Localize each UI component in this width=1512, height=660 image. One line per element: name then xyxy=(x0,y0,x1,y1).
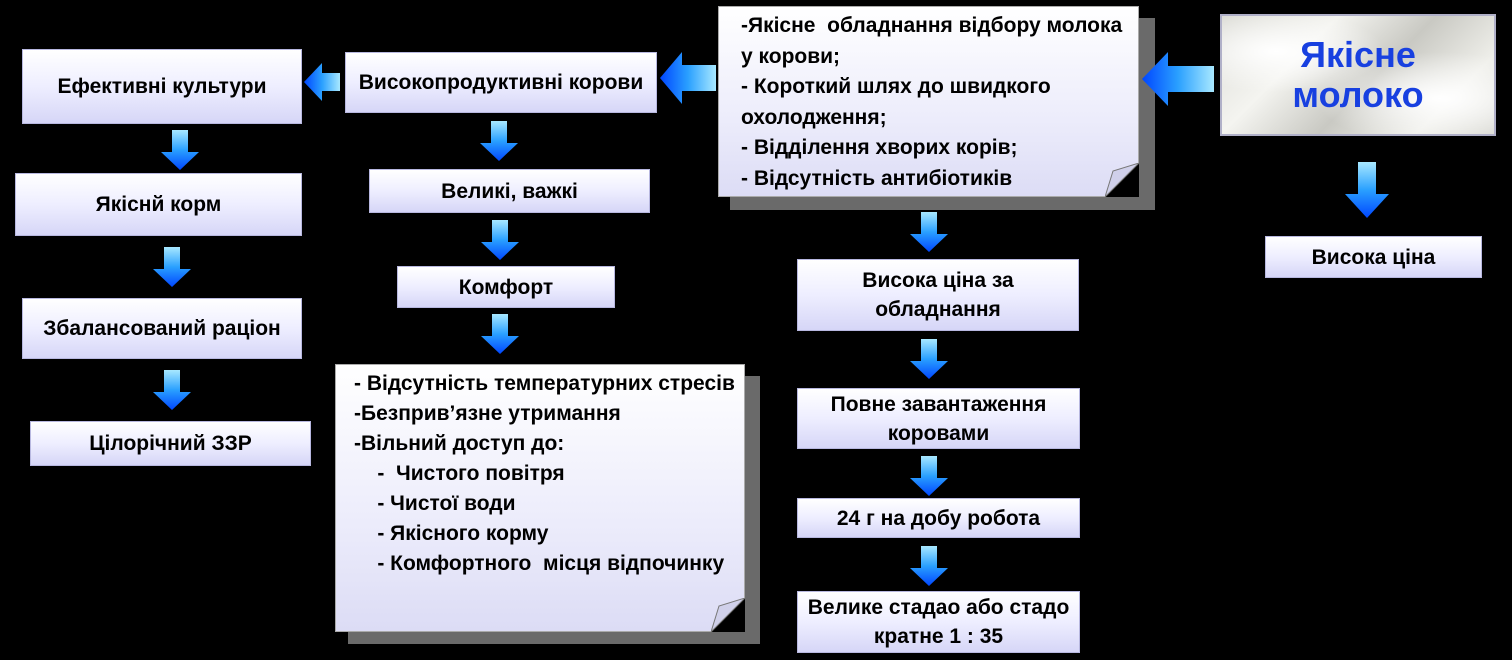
arrow-left-icon xyxy=(1142,52,1214,106)
arrow-down-icon xyxy=(161,130,199,170)
arrow-down-icon xyxy=(481,314,519,354)
equipment-item: -Якісне обладнання відбору молока у коро… xyxy=(741,14,1129,68)
box-full-herd-load: Повне завантаження коровами xyxy=(797,388,1080,449)
box-large-heavy-label: Великі, важкі xyxy=(441,179,578,203)
comfort-item: - Чистої води xyxy=(354,492,516,515)
box-high-price-label: Висока ціна xyxy=(1311,245,1436,269)
arrow-down-icon xyxy=(910,212,948,252)
equipment-item: - Відділення хворих корів; xyxy=(741,136,1018,159)
page-fold-icon xyxy=(711,598,745,632)
arrow-left-icon xyxy=(660,52,716,104)
arrow-down-icon xyxy=(910,546,948,586)
arrow-down-icon xyxy=(481,220,519,260)
comfort-item: - Якісного корму xyxy=(354,522,549,545)
box-effective-crops: Ефективні культури xyxy=(22,49,302,124)
box-balanced-ration: Збалансований раціон xyxy=(22,298,302,359)
box-high-price: Висока ціна xyxy=(1265,236,1482,278)
comfort-item: - Чистого повітря xyxy=(354,462,565,485)
box-comfort: Комфорт xyxy=(397,266,615,308)
arrow-down-icon xyxy=(480,121,518,161)
comfort-list: - Відсутність температурних стресів -Без… xyxy=(354,369,744,579)
page-fold-icon xyxy=(1105,163,1139,197)
hero-title: Якісне молоко xyxy=(1292,34,1424,115)
equipment-note: -Якісне обладнання відбору молока у коро… xyxy=(718,6,1139,197)
box-high-equipment-cost: Висока ціна за обладнання xyxy=(797,259,1079,331)
box-balanced-ration-label: Збалансований раціон xyxy=(43,317,281,340)
arrow-left-icon xyxy=(304,63,340,101)
equipment-item: - Короткий шлях до швидкого охолодження; xyxy=(741,75,1057,129)
arrow-down-icon xyxy=(910,339,948,379)
arrow-down-icon xyxy=(910,456,948,496)
comfort-item: -Безприв’язне утримання xyxy=(354,402,621,425)
comfort-note: - Відсутність температурних стресів -Без… xyxy=(335,364,745,632)
box-quality-feed-label: Якіснй корм xyxy=(95,193,222,216)
comfort-item: -Вільний доступ до: xyxy=(354,432,565,455)
box-large-herd-label: Велике стадао або стадо кратне 1 : 35 xyxy=(807,596,1070,648)
box-large-heavy: Великі, важкі xyxy=(369,169,650,213)
box-quality-feed: Якіснй корм xyxy=(15,173,302,236)
box-high-yield-cows-label: Високопродуктивні корови xyxy=(358,71,644,94)
box-full-herd-load-label: Повне завантаження коровами xyxy=(830,392,1047,445)
equipment-list: -Якісне обладнання відбору молока у коро… xyxy=(741,11,1126,194)
arrow-down-icon xyxy=(153,370,191,410)
box-comfort-label: Комфорт xyxy=(458,275,554,299)
box-yearround-protection-label: Цілорічний ЗЗР xyxy=(89,432,252,455)
box-yearround-protection: Цілорічний ЗЗР xyxy=(30,421,311,466)
arrow-down-icon xyxy=(153,247,191,287)
arrow-down-icon xyxy=(1345,162,1389,218)
equipment-item: - Відсутність антибіотиків xyxy=(741,166,1013,190)
box-high-equipment-cost-label: Висока ціна за обладнання xyxy=(862,269,1014,321)
box-large-herd: Велике стадао або стадо кратне 1 : 35 xyxy=(797,591,1080,653)
box-effective-crops-label: Ефективні культури xyxy=(57,75,267,98)
box-24h-operation: 24 г на добу робота xyxy=(797,498,1080,538)
hero-quality-milk: Якісне молоко xyxy=(1220,14,1496,136)
comfort-item: - Відсутність температурних стресів xyxy=(354,372,735,395)
box-24h-operation-label: 24 г на добу робота xyxy=(836,506,1041,530)
comfort-item: - Комфортного місця відпочинку xyxy=(354,552,725,575)
box-high-yield-cows: Високопродуктивні корови xyxy=(345,52,657,113)
